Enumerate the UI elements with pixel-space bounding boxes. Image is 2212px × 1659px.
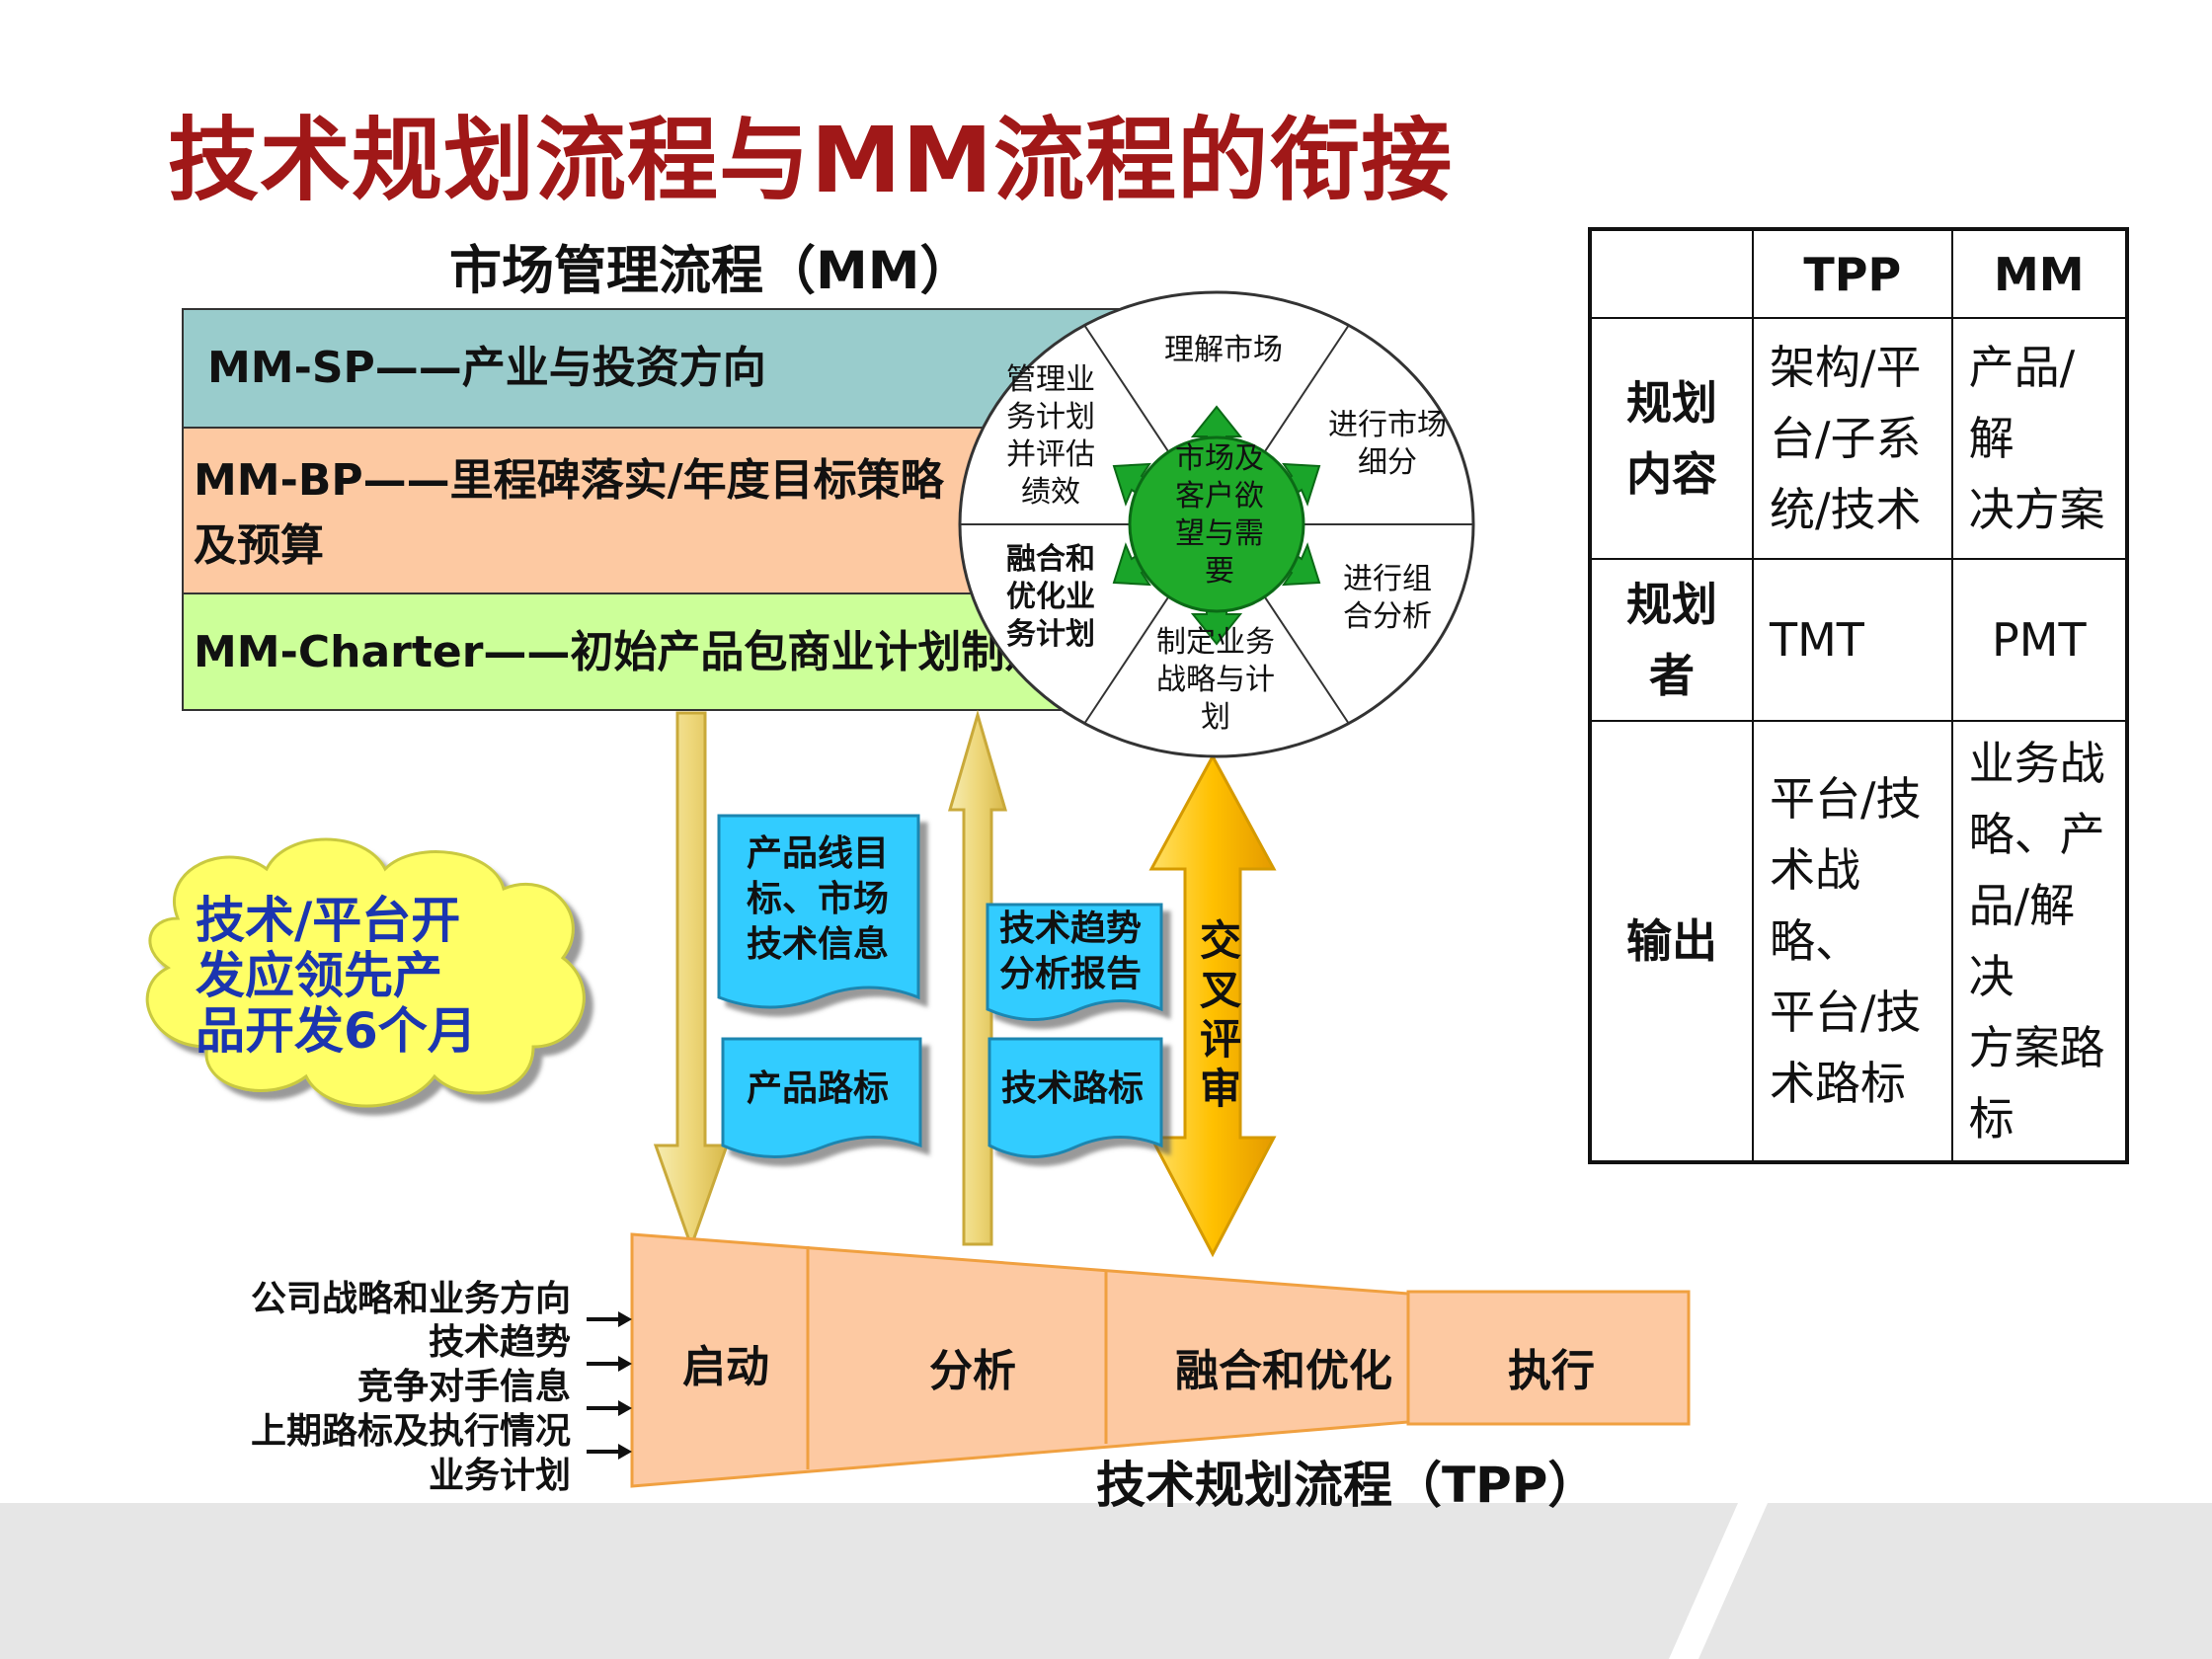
- table-header-tpp: TPP: [1752, 228, 1953, 319]
- page-title: 技术规划流程与MM流程的衔接: [168, 108, 1454, 213]
- input-business-plan: 业务计划: [428, 1456, 571, 1496]
- wheel-segment-integrate-optimize: 融合和 优化业 务计划: [1006, 542, 1095, 652]
- table-header-mm: MM: [1950, 228, 2129, 319]
- table-cell-mm-content: 产品/解 决方案: [1950, 317, 2129, 560]
- table-row: 规划 内容 架构/平 台/子系 统/技术 产品/解 决方案: [1589, 317, 2129, 560]
- doc-product-roadmap: [721, 1037, 922, 1159]
- doc-tech-roadmap-text: 技术路标: [1001, 1068, 1145, 1109]
- mm-band-bp-label-line1: MM-BP——里程碑落实/年度目标策略: [194, 455, 944, 506]
- doc-tech-trend-text: 技术趋势 分析报告: [999, 908, 1143, 994]
- table-row: 规划 者 TMT PMT: [1589, 558, 2129, 722]
- cloud-text: 技术/平台开 发应领先产 品开发6个月: [196, 892, 477, 1060]
- doc-product-line: [717, 814, 920, 1009]
- table-cell-tpp-output: 平台/技 术战略、 平台/技 术路标: [1752, 720, 1953, 1163]
- table-row-head-content: 规划 内容: [1589, 317, 1754, 560]
- down-arrow: [653, 711, 730, 1251]
- table-cell-tpp-planner: TMT: [1752, 558, 1953, 722]
- comparison-table: TPP MM 规划 内容 架构/平 台/子系 统/技术 产品/解 决方案 规划 …: [1588, 227, 2129, 1164]
- input-tech-trend: 技术趋势: [428, 1322, 571, 1363]
- table-header-empty: [1589, 228, 1754, 319]
- wheel-segment-segmentation: 进行市场 细分: [1328, 408, 1447, 480]
- doc-tech-trend: [986, 903, 1163, 1021]
- cross-review-arrow: [1148, 752, 1277, 1258]
- wheel-segment-manage-evaluate: 管理业 务计划 并评估 绩效: [1006, 362, 1095, 510]
- table-row-head-planner: 规划 者: [1589, 558, 1754, 722]
- input-arrows: [587, 1311, 632, 1460]
- tpp-stage-analysis: 分析: [929, 1346, 1016, 1396]
- input-company-strategy: 公司战略和业务方向: [250, 1279, 571, 1319]
- table-row-head-output: 输出: [1589, 720, 1754, 1163]
- input-previous-roadmap: 上期路标及执行情况: [250, 1411, 571, 1452]
- doc-tech-roadmap: [988, 1037, 1163, 1158]
- tpp-stage-start: 启动: [682, 1342, 769, 1392]
- tpp-label: 技术规划流程（TPP）: [1096, 1457, 1598, 1514]
- mm-band-bp-label-line2: 及预算: [194, 520, 324, 571]
- wheel-segment-understand-market: 理解市场: [1164, 333, 1283, 367]
- table-cell-mm-planner: PMT: [1950, 558, 2129, 722]
- tpp-stage-integrate: 融合和优化: [1175, 1346, 1392, 1396]
- mm-band-sp-label: MM-SP——产业与投资方向: [207, 343, 766, 393]
- wheel-center: [1128, 435, 1305, 613]
- tpp-funnel: [630, 1232, 1691, 1488]
- doc-product-line-text: 产品线目 标、市场 技术信息: [747, 833, 890, 965]
- input-competitor-info: 竞争对手信息: [356, 1367, 571, 1407]
- mm-wheel: [958, 290, 1475, 758]
- table-cell-tpp-content: 架构/平 台/子系 统/技术: [1752, 317, 1953, 560]
- cross-review-label: 交 叉 评 审: [1199, 916, 1241, 1113]
- table-header-row: TPP MM: [1589, 228, 2129, 319]
- table-row: 输出 平台/技 术战略、 平台/技 术路标 业务战 略、产 品/解决 方案路 标: [1589, 720, 2129, 1163]
- doc-product-roadmap-text: 产品路标: [747, 1068, 890, 1109]
- tpp-stage-execute: 执行: [1508, 1346, 1595, 1396]
- mm-band-charter-label: MM-Charter——初始产品包商业计划制定: [194, 627, 1049, 677]
- wheel-segment-strategy-plan: 制定业务 战略与计 划: [1156, 625, 1275, 735]
- mm-heading: 市场管理流程（MM）: [449, 241, 973, 301]
- footer-slash: [1669, 1503, 1768, 1659]
- wheel-center-text: 市场及 客户欲 望与需 要: [1175, 441, 1264, 589]
- wheel-segment-portfolio-analysis: 进行组 合分析: [1343, 562, 1432, 634]
- callout-cloud: [145, 837, 586, 1108]
- table-cell-mm-output: 业务战 略、产 品/解决 方案路 标: [1950, 720, 2129, 1163]
